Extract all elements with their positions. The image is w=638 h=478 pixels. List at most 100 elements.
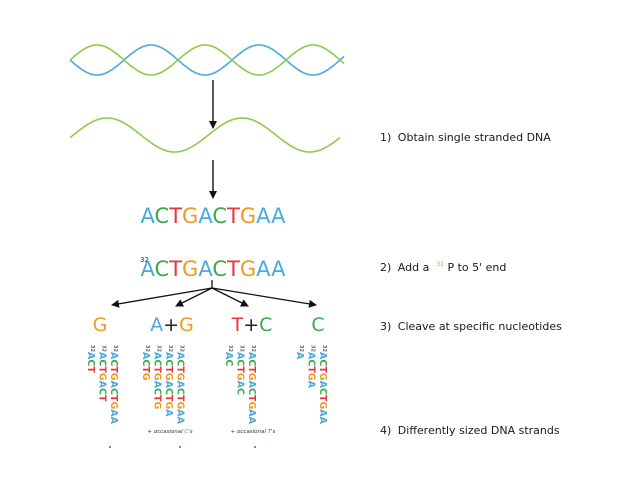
- fragment-nucleotide: T: [97, 366, 108, 373]
- step-2: 2) Add a 32 P to 5' end: [380, 256, 506, 274]
- fragment: 32ACTG: [140, 345, 151, 381]
- dna-sequence: ACTGACTGAA: [141, 204, 287, 228]
- nucleotide-A: A: [271, 257, 286, 281]
- fragment-nucleotide: A: [317, 352, 328, 360]
- fragment-nucleotide: C: [317, 388, 328, 395]
- fragment-isotope: 32: [298, 345, 304, 352]
- fragment-nucleotide: T: [140, 366, 151, 373]
- fragment-nucleotide: T: [163, 366, 174, 373]
- reaction-letter: G: [93, 314, 108, 336]
- fragment-nucleotide: G: [163, 401, 174, 409]
- branch-arrow-tc: [211, 287, 249, 307]
- fragment-nucleotide: T: [163, 395, 174, 402]
- fragment-nucleotide: G: [175, 401, 186, 409]
- fragment-nucleotide: A: [317, 409, 328, 417]
- nucleotide-C: C: [155, 257, 170, 281]
- fragment-nucleotide: C: [246, 359, 257, 366]
- nucleotide-T: T: [168, 204, 182, 228]
- fragment-nucleotide: G: [317, 373, 328, 381]
- double-strand-dna: [69, 44, 345, 76]
- fragment-nucleotide: A: [223, 352, 234, 360]
- fragment-nucleotide: A: [163, 352, 174, 360]
- dna-strand-green: [69, 44, 345, 76]
- fragment: 32ACTGACTGAA: [175, 345, 186, 425]
- single-strand-dna: [69, 117, 341, 153]
- fragment-nucleotide: G: [163, 373, 174, 381]
- step-4: 4) Differently sized DNA strands: [380, 424, 560, 437]
- fragment-nucleotide: C: [163, 359, 174, 366]
- fragment-nucleotide: C: [97, 359, 108, 366]
- fragment: 32ACTGAC: [235, 345, 246, 395]
- step-2-superscript: 32: [436, 261, 444, 268]
- fragment-isotope: 32: [101, 345, 107, 352]
- fragment-nucleotide: T: [108, 395, 119, 402]
- fragment-nucleotide: A: [85, 352, 96, 360]
- dot: [179, 446, 181, 448]
- fragment-nucleotide: T: [235, 366, 246, 373]
- fragment-nucleotide: C: [246, 388, 257, 395]
- fragment-nucleotide: G: [152, 373, 163, 381]
- fragment-nucleotide: A: [152, 381, 163, 389]
- nucleotide-A: A: [198, 257, 213, 281]
- step-4-number: 4): [380, 424, 391, 437]
- fragment-isotope: 32: [179, 345, 185, 352]
- fragment-nucleotide: C: [235, 359, 246, 366]
- fragment-nucleotide: A: [108, 352, 119, 360]
- fragment-nucleotide: A: [108, 409, 119, 417]
- reaction-letter: T: [231, 314, 244, 336]
- fragment-nucleotide: T: [246, 395, 257, 402]
- fragment-nucleotide: G: [246, 373, 257, 381]
- step-list: 1) Obtain single stranded DNA 2) Add a 3…: [380, 131, 562, 437]
- step-4-text: Differently sized DNA strands: [398, 424, 560, 437]
- fragment: 32ACTGACTG: [152, 345, 163, 409]
- fragment-nucleotide: A: [317, 381, 328, 389]
- occasional-note-3: + occasional T's: [231, 429, 276, 435]
- fragment-isotope: 32: [89, 345, 95, 352]
- fragment-nucleotide: T: [85, 366, 96, 373]
- step-1-text: Obtain single stranded DNA: [398, 131, 551, 144]
- fragment-nucleotide: A: [175, 417, 186, 425]
- step-1-number: 1): [380, 131, 391, 144]
- fragment-nucleotide: C: [97, 388, 108, 395]
- nucleotide-A: A: [256, 257, 271, 281]
- fragment-nucleotide: A: [246, 417, 257, 425]
- fragment-nucleotide: T: [175, 366, 186, 373]
- fragment-nucleotide: G: [246, 401, 257, 409]
- dna-fragments: 32ACT32ACTGACT32ACTGACTGAA32ACTG32ACTGAC…: [85, 345, 328, 425]
- fragment: 32ACTGA: [306, 345, 317, 389]
- note-letter: C: [184, 429, 188, 435]
- fragment-nucleotide: C: [108, 388, 119, 395]
- fragment-isotope: 32: [227, 345, 233, 352]
- reaction-label-2: A+G: [150, 314, 194, 336]
- nucleotide-T: T: [226, 257, 240, 281]
- isotope-superscript: 32: [140, 256, 149, 264]
- fragment-nucleotide: A: [140, 352, 151, 360]
- fragment: 32A: [294, 345, 305, 360]
- fragment-nucleotide: A: [108, 417, 119, 425]
- fragment-nucleotide: C: [108, 359, 119, 366]
- fragment-nucleotide: T: [317, 395, 328, 402]
- nucleotide-T: T: [226, 204, 240, 228]
- fragment-nucleotide: T: [317, 366, 328, 373]
- fragment-nucleotide: A: [294, 352, 305, 360]
- step-1: 1) Obtain single stranded DNA: [380, 131, 551, 144]
- nucleotide-C: C: [212, 257, 227, 281]
- note-letter: T: [268, 429, 272, 435]
- nucleotide-A: A: [271, 204, 286, 228]
- fragment: 32ACT: [85, 345, 96, 373]
- nucleotide-G: G: [240, 257, 256, 281]
- labeled-sequence-text: ACTGACTGAA: [141, 257, 287, 281]
- fragment-nucleotide: A: [246, 409, 257, 417]
- fragment-nucleotide: G: [175, 373, 186, 381]
- fragment-nucleotide: G: [317, 401, 328, 409]
- fragment-nucleotide: C: [140, 359, 151, 366]
- fragment-isotope: 32: [310, 345, 316, 352]
- fragment-nucleotide: A: [175, 352, 186, 360]
- fragment-notes: + occasional C's+ occasional T's: [147, 429, 275, 435]
- branch-arrow-g: [111, 287, 213, 308]
- reaction-label-4: C: [311, 314, 324, 336]
- nucleotide-C: C: [155, 204, 170, 228]
- step-3: 3) Cleave at specific nucleotides: [380, 320, 562, 333]
- fragment-nucleotide: G: [108, 373, 119, 381]
